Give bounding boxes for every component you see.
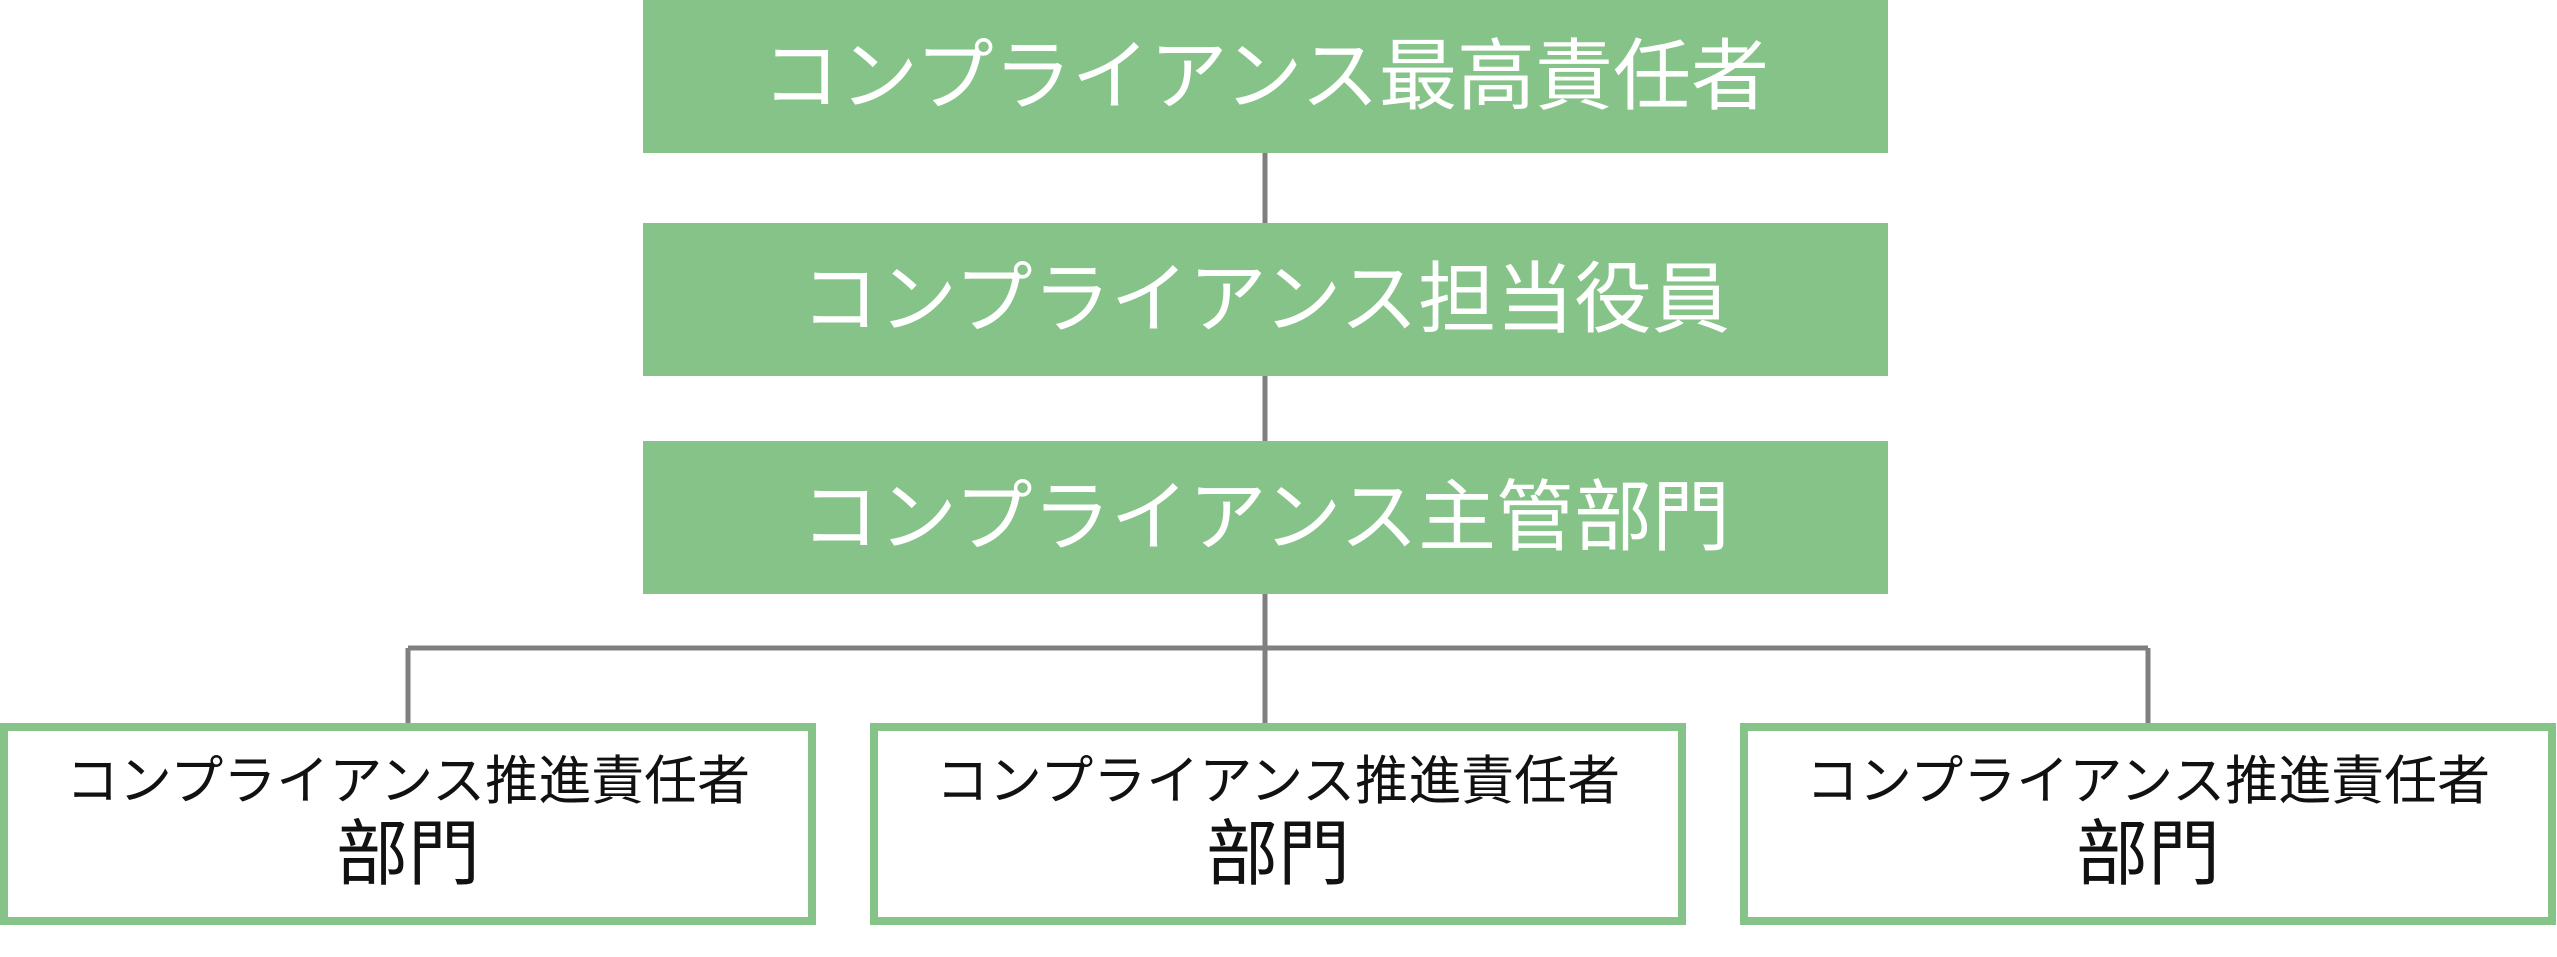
promoter-box-2: コンプライアンス推進責任者 部門 [870, 723, 1686, 925]
promoter-1-department: 部門 [335, 812, 480, 897]
promoter-3-department: 部門 [2075, 812, 2220, 897]
promoter-2-title: コンプライアンス推進責任者 [935, 751, 1621, 813]
chief-compliance-officer-box: コンプライアンス最高責任者 [643, 0, 1888, 153]
promoter-box-3: コンプライアンス推進責任者 部門 [1740, 723, 2556, 925]
promoter-3-title: コンプライアンス推進責任者 [1805, 751, 2491, 813]
promoter-2-department: 部門 [1205, 812, 1350, 897]
promoter-1-title: コンプライアンス推進責任者 [65, 751, 751, 813]
promoter-box-1: コンプライアンス推進責任者 部門 [0, 723, 816, 925]
compliance-officer-box: コンプライアンス担当役員 [643, 223, 1888, 376]
compliance-officer-label: コンプライアンス担当役員 [801, 254, 1730, 345]
chief-compliance-officer-label: コンプライアンス最高責任者 [762, 31, 1769, 122]
compliance-department-label: コンプライアンス主管部門 [801, 472, 1730, 563]
compliance-department-box: コンプライアンス主管部門 [643, 441, 1888, 594]
